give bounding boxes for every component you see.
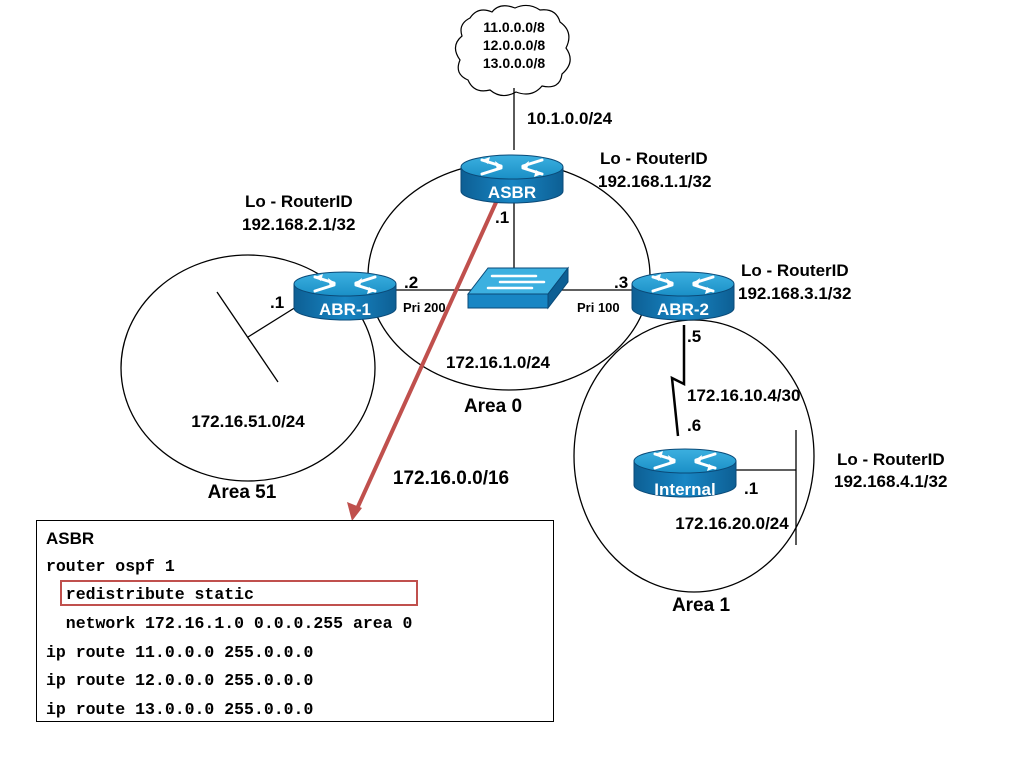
abr1-priority-label: Pri 200 [403, 300, 446, 315]
abr1-router-label: ABR-1 [319, 300, 371, 319]
asbr-router-id: 192.168.1.1/32 [598, 172, 711, 191]
asbr-config-box: ASBR router ospf 1 redistribute static n… [36, 520, 554, 722]
redistribute-highlight [60, 580, 418, 606]
internal-router-id: 192.168.4.1/32 [834, 472, 947, 491]
area1-name-label: Area 1 [672, 595, 731, 616]
abr1-router-id: 192.168.2.1/32 [242, 215, 355, 234]
abr2-lo-title: Lo - RouterID [741, 261, 849, 280]
area51-lan-line [216, 291, 279, 383]
serial-network-label: 172.16.10.4/30 [687, 386, 800, 405]
internal-router-label: Internal [654, 480, 715, 499]
area1-network-label: 172.16.20.0/24 [675, 514, 789, 533]
config-title: ASBR [46, 529, 95, 548]
config-line: ip route 11.0.0.0 255.0.0.0 [46, 643, 314, 662]
abr2-router-label: ABR-2 [657, 300, 709, 319]
internal-serial-interface-label: .6 [687, 416, 701, 435]
serial-link [670, 325, 686, 437]
cloud-network-2: 12.0.0.0/8 [483, 37, 545, 53]
abr2-priority-label: Pri 100 [577, 300, 620, 315]
config-line: ip route 13.0.0.0 255.0.0.0 [46, 700, 314, 719]
config-line: router ospf 1 [46, 557, 175, 576]
area51-network-label: 172.16.51.0/24 [191, 412, 305, 431]
abr1-area0-interface-label: .2 [404, 273, 418, 292]
area51-circle [120, 254, 376, 482]
summary-arrow [354, 197, 500, 512]
config-line: network 172.16.1.0 0.0.0.255 area 0 [46, 614, 413, 633]
config-line: redistribute static [46, 585, 254, 604]
summary-arrowhead [347, 502, 362, 521]
uplink-network-label: 10.1.0.0/24 [527, 109, 613, 128]
internal-lo-title: Lo - RouterID [837, 450, 945, 469]
area51-name-label: Area 51 [208, 482, 277, 503]
area0-network-label: 172.16.1.0/24 [446, 353, 551, 372]
cloud-network-1: 11.0.0.0/8 [483, 19, 545, 35]
abr1-router-icon[interactable]: ABR-1 [292, 270, 398, 322]
config-line: ip route 12.0.0.0 255.0.0.0 [46, 671, 314, 690]
abr2-serial-interface-label: .5 [687, 327, 701, 346]
abr1-area51-line [247, 306, 297, 338]
internal-lan-interface-label: .1 [744, 479, 758, 498]
area0-switch-icon [466, 266, 570, 310]
asbr-lo-title: Lo - RouterID [600, 149, 708, 168]
asbr-router-icon[interactable]: ASBR [459, 153, 565, 205]
external-networks-cloud [454, 4, 571, 97]
abr1-lo-title: Lo - RouterID [245, 192, 353, 211]
cloud-network-3: 13.0.0.0/8 [483, 55, 545, 71]
area0-name-label: Area 0 [464, 396, 522, 417]
abr1-area51-interface-label: .1 [270, 293, 284, 312]
abr2-area0-interface-label: .3 [614, 273, 628, 292]
abr2-router-id: 192.168.3.1/32 [738, 284, 851, 303]
abr2-router-icon[interactable]: ABR-2 [630, 270, 736, 322]
internal-router-icon[interactable]: Internal [632, 447, 738, 499]
asbr-interface-label: .1 [495, 208, 509, 227]
asbr-router-label: ASBR [488, 183, 536, 202]
summary-route-label: 172.16.0.0/16 [393, 468, 509, 489]
